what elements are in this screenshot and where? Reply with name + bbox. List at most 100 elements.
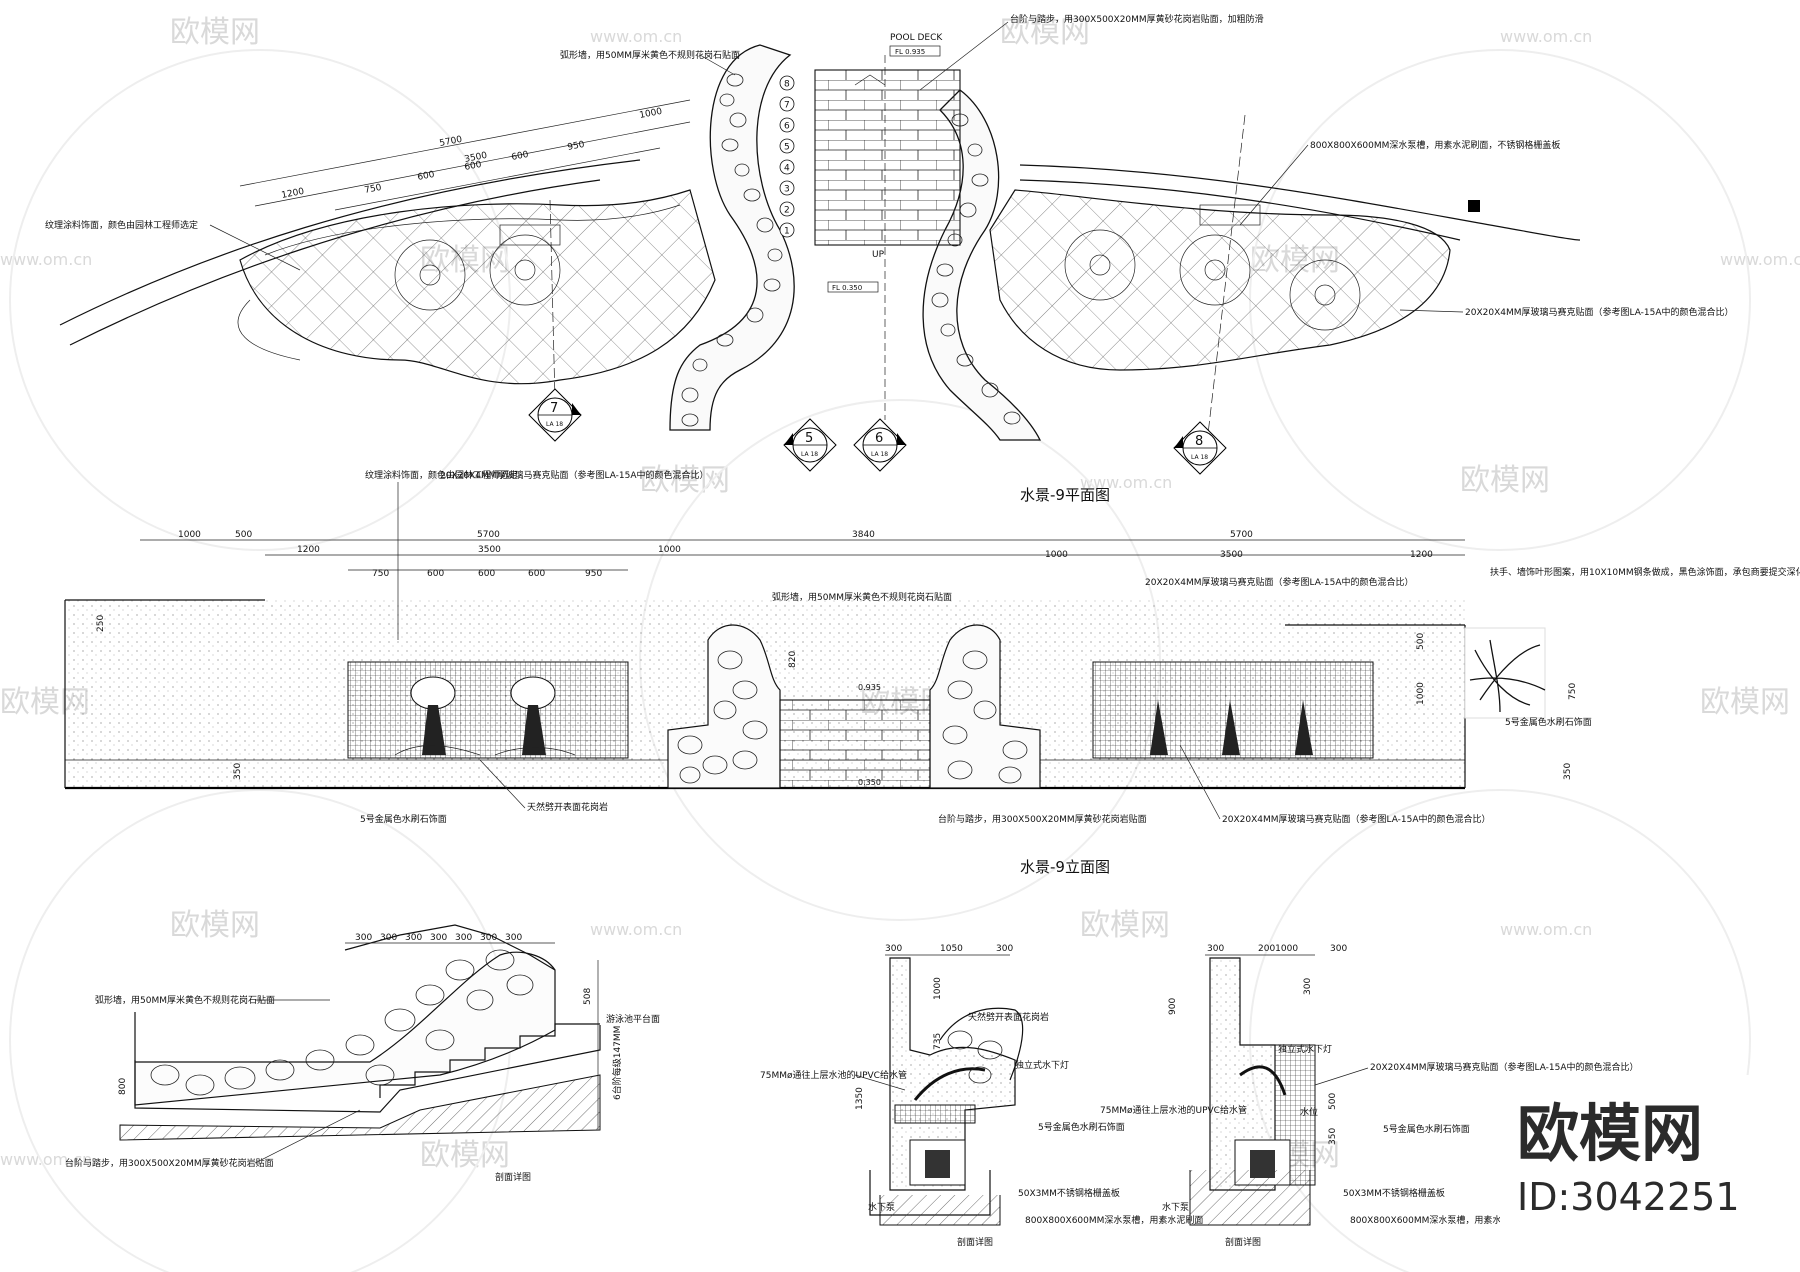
elevation-title: 水景-9立面图 (1020, 858, 1110, 876)
elevation-elev-bottom: 0.350 (858, 778, 881, 787)
section3-dim-300c: 300 (1303, 978, 1313, 995)
elevation-dim-1000b: 1000 (658, 545, 681, 555)
plan-step-number: 4 (784, 164, 790, 174)
watermark-site: www.om.cn (0, 250, 92, 269)
section1-dim-300g: 300 (505, 933, 522, 943)
elevation-dim-500r: 500 (1416, 633, 1426, 650)
elevation-right-stone-wall (929, 624, 1041, 789)
section3-dim-500: 500 (1328, 1093, 1338, 1110)
elevation-left-fountains (394, 676, 576, 756)
plan-step-marker (779, 138, 795, 154)
plan-step-number: 3 (784, 185, 790, 195)
section1-title: 剖面详图 (495, 1171, 531, 1183)
section3-note-grate: 50X3MM不锈钢格栅盖板 (1343, 1187, 1445, 1199)
plan-step-marker (779, 117, 795, 133)
plan-dim-1000: 1000 (639, 107, 664, 121)
section1-dim-800: 800 (118, 1078, 128, 1095)
plan-step-number: 7 (784, 101, 790, 111)
section1-dim-508: 508 (583, 988, 593, 1005)
elevation-leaf-art (1464, 627, 1546, 719)
plan-step-number: 2 (784, 206, 790, 216)
elevation-view: 0.935 0.350 1000 500 5700 3840 5700 1200… (64, 469, 1800, 876)
brand-name: 欧模网 (1517, 1097, 1703, 1170)
section1-dim-300b: 300 (380, 933, 397, 943)
elevation-dim-600a: 600 (427, 569, 444, 579)
section-callout: 6LA 18 (853, 418, 907, 472)
plan-dim-600c: 600 (511, 150, 530, 163)
plan-dimensions: 5700 1000 3500 1200 750 600 600 600 950 (239, 99, 691, 211)
watermark-site: www.om.cn (0, 1150, 92, 1169)
section1-view: 300 300 300 300 300 300 300 800 508 弧形墙，… (65, 924, 660, 1183)
plan-title: 水景-9平面图 (1020, 486, 1110, 504)
watermark-brand: 欧模网 (1700, 685, 1790, 720)
elevation-dim-1200a: 1200 (297, 545, 320, 555)
section1-dim-300c: 300 (405, 933, 422, 943)
section2-note-grate: 50X3MM不锈钢格栅盖板 (1018, 1187, 1120, 1199)
section1-dim-300f: 300 (480, 933, 497, 943)
section2-dimensions: 300 1050 300 1350 735 1000 (855, 944, 1013, 1110)
section3-dim-350: 350 (1328, 1128, 1338, 1145)
section3-note-water: 水位 (1300, 1106, 1318, 1118)
plan-dim-950: 950 (567, 140, 586, 153)
elevation-note-steps: 台阶与踏步，用300X500X20MM厚黄砂花岗岩贴面 (938, 813, 1147, 825)
plan-stairs: UP POOL DECK FL 0.935 FL 0.350 (814, 33, 961, 420)
section3-pump-label: 水下泵 (1162, 1201, 1189, 1213)
section-callout: 7LA 18 (528, 388, 582, 442)
elevation-note-mosaic-bottom: 20X20X4MM厚玻璃马赛克贴面（参考图LA-15A中的颜色混合比） (1222, 813, 1491, 825)
section3-note-pipe: 75MMø通往上层水池的UPVC给水管 (1100, 1104, 1247, 1116)
elevation-dim-950: 950 (585, 569, 602, 579)
plan-note-arc-wall: 弧形墙，用50MM厚米黄色不规则花岗石贴面 (560, 49, 740, 61)
elevation-dim-750r: 750 (1568, 683, 1578, 700)
callout-ref: LA 18 (801, 451, 818, 458)
elevation-dim-500: 500 (235, 530, 252, 540)
elevation-dim-350a: 350 (233, 763, 243, 780)
section3-note-light: 独立式水下灯 (1278, 1043, 1332, 1055)
elevation-note-mosaic-right: 20X20X4MM厚玻璃马赛克贴面（参考图LA-15A中的颜色混合比） (1145, 576, 1414, 588)
section2-dim-300b: 300 (996, 944, 1013, 954)
plan-step-marker (779, 75, 795, 91)
elevation-dim-1000r: 1000 (1416, 682, 1426, 705)
plan-dim-600a: 600 (417, 170, 436, 183)
section-callout: 8LA 18 (1173, 421, 1227, 475)
plan-right-pool (989, 189, 1451, 371)
callout-ref: LA 18 (871, 451, 888, 458)
elevation-dim-3500b: 3500 (1220, 550, 1243, 560)
callout-ref: LA 18 (1191, 454, 1208, 461)
elevation-dim-3840: 3840 (852, 530, 875, 540)
elevation-dim-250: 250 (96, 615, 106, 632)
elevation-dim-750: 750 (372, 569, 389, 579)
elevation-dim-5700b: 5700 (1230, 530, 1253, 540)
section2-dim-1050: 1050 (940, 944, 963, 954)
elevation-left-mosaic (347, 661, 629, 759)
watermark-site: www.om.cn (1500, 920, 1592, 939)
elevation-note-arc-wall: 弧形墙，用50MM厚米黄色不规则花岗石贴面 (772, 591, 952, 603)
brand-id: ID:3042251 (1517, 1175, 1740, 1219)
section2-pump-label: 水下泵 (868, 1201, 895, 1213)
brand-box: 欧模网 ID:3042251 (1500, 1075, 1800, 1272)
section3-note-mosaic: 20X20X4MM厚玻璃马赛克贴面（参考图LA-15A中的颜色混合比） (1370, 1061, 1639, 1073)
elevation-stairs (779, 699, 931, 789)
watermark-brand: 欧模网 (170, 908, 260, 943)
plan-step-marker (779, 180, 795, 196)
callout-number: 7 (550, 401, 558, 416)
elevation-note-granite: 天然劈开表面花岗岩 (527, 801, 608, 813)
elevation-note-texture: 纹理涂料饰面，颜色由园林工程师选定 (365, 469, 518, 481)
plan-note-steps: 台阶与踏步，用300X500X20MM厚黄砂花岗岩贴面，加粗防滑 (1010, 13, 1264, 25)
watermark-site: www.om.cn (590, 920, 682, 939)
section2-dim-1000: 1000 (933, 977, 943, 1000)
section3-note-stone: 5号金属色水刷石饰面 (1383, 1123, 1470, 1135)
section2-note-granite: 天然劈开表面花岗岩 (968, 1011, 1049, 1023)
elevation-dim-600b: 600 (478, 569, 495, 579)
plan-elev-top: FL 0.935 (895, 48, 925, 56)
plan-left-stone-wall (669, 44, 795, 431)
section2-dim-1350: 1350 (855, 1087, 865, 1110)
section2-dim-300a: 300 (885, 944, 902, 954)
section2-note-light: 独立式水下灯 (1015, 1059, 1069, 1071)
elevation-dim-1000c: 1000 (1045, 550, 1068, 560)
watermark-brand: 欧模网 (170, 15, 260, 50)
section2-wall (889, 957, 1016, 1191)
watermark-brand: 欧模网 (1460, 463, 1550, 498)
